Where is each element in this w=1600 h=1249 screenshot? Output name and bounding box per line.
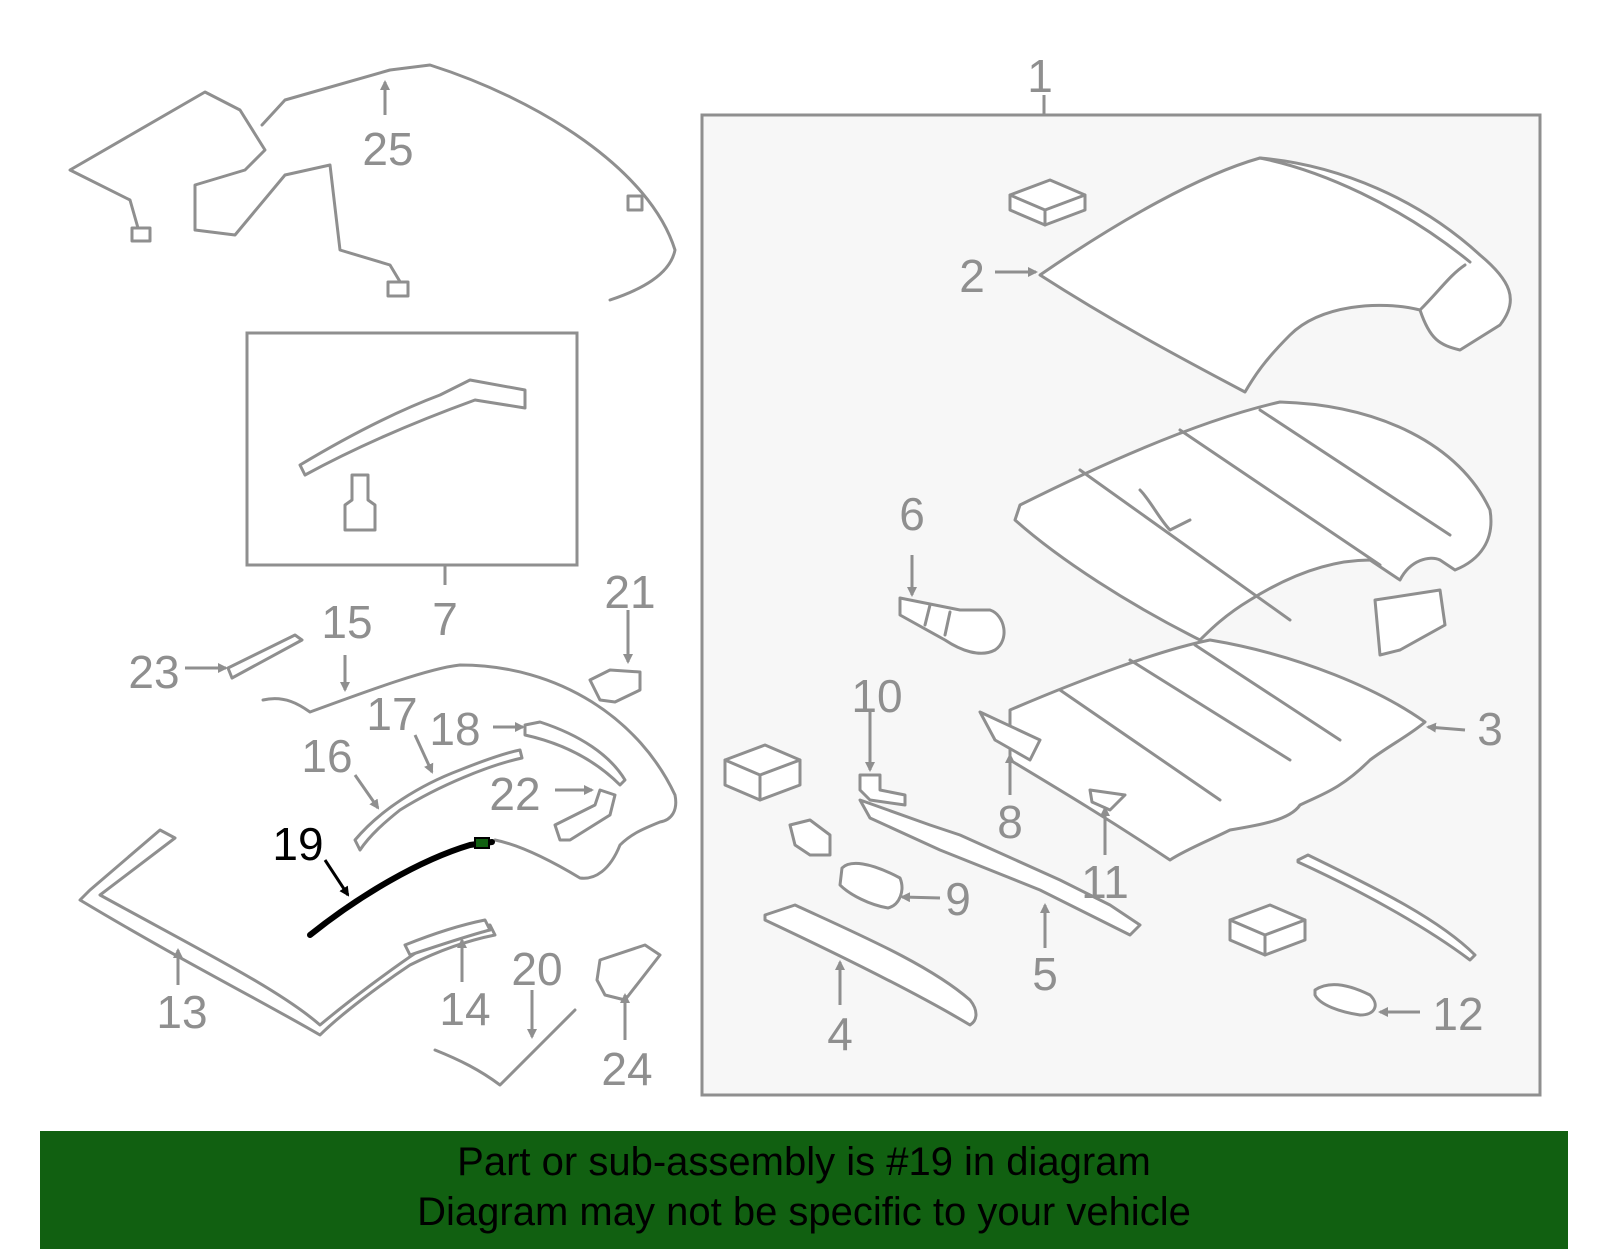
part-strip-right — [1296, 853, 1477, 962]
part-7-moulding[interactable] — [298, 378, 527, 532]
banner-line-2: Diagram may not be specific to your vehi… — [417, 1190, 1191, 1234]
callout-5: 5 — [1032, 948, 1058, 1000]
part-box-icon-2 — [723, 743, 802, 802]
part-21-clip[interactable] — [588, 668, 642, 704]
assembly-box-7 — [245, 331, 579, 567]
part-bracket — [788, 818, 832, 857]
part-18-strip[interactable] — [523, 720, 627, 787]
part-8-handle[interactable] — [978, 710, 1042, 762]
part-16-strip[interactable] — [353, 748, 524, 852]
callout-1: 1 — [1027, 50, 1053, 102]
part-box-icon — [1008, 178, 1087, 227]
info-banner: Part or sub-assembly is #19 in diagram D… — [40, 1131, 1568, 1249]
part-20-strip[interactable] — [433, 1008, 577, 1087]
part-frame-assembly — [1013, 400, 1493, 657]
callout-7: 7 — [432, 593, 458, 645]
callout-3: 3 — [1477, 703, 1503, 755]
callout-6: 6 — [899, 488, 925, 540]
callout-2: 2 — [959, 250, 985, 302]
part-box-icon-3 — [1228, 903, 1307, 957]
part-15-rail[interactable] — [261, 663, 678, 880]
callout-12: 12 — [1432, 988, 1483, 1040]
part-2-top-cover[interactable] — [1038, 156, 1512, 394]
part-12-clip[interactable] — [1313, 983, 1377, 1017]
banner-line-1: Part or sub-assembly is #19 in diagram — [457, 1140, 1151, 1184]
callout-4: 4 — [827, 1008, 853, 1060]
part-10-switch[interactable] — [858, 773, 907, 807]
callout-18: 18 — [429, 703, 480, 755]
callout-23: 23 — [128, 646, 179, 698]
callout-25: 25 — [362, 123, 413, 175]
part-25-wiring-harness[interactable] — [68, 63, 677, 302]
part-24-bracket[interactable] — [595, 943, 662, 1002]
part-14-strip[interactable] — [403, 918, 492, 957]
part-11-latch[interactable] — [1088, 788, 1127, 812]
callout-11: 11 — [1081, 856, 1129, 908]
part-22-bracket[interactable] — [553, 788, 617, 842]
part-13-frame[interactable] — [78, 828, 497, 1037]
callout-22: 22 — [489, 768, 540, 820]
callout-16: 16 — [301, 730, 352, 782]
callout-14: 14 — [439, 983, 490, 1035]
part-19-strip[interactable] — [307, 839, 495, 938]
callout-24: 24 — [601, 1043, 652, 1095]
part-4-bow[interactable] — [763, 903, 978, 1027]
callout-17: 17 — [366, 688, 417, 740]
callout-10: 10 — [851, 670, 902, 722]
part-23-strip[interactable] — [226, 633, 304, 680]
part-19-tip — [474, 837, 490, 849]
callout-13: 13 — [156, 986, 207, 1038]
callout-8: 8 — [997, 796, 1023, 848]
callout-20: 20 — [511, 943, 562, 995]
callout-15: 15 — [321, 596, 372, 648]
part-6-motor[interactable] — [898, 596, 1006, 655]
part-5-cable[interactable] — [858, 798, 1142, 937]
callout-9: 9 — [945, 873, 971, 925]
callout-21: 21 — [604, 566, 655, 618]
callout-19: 19 — [272, 818, 323, 870]
